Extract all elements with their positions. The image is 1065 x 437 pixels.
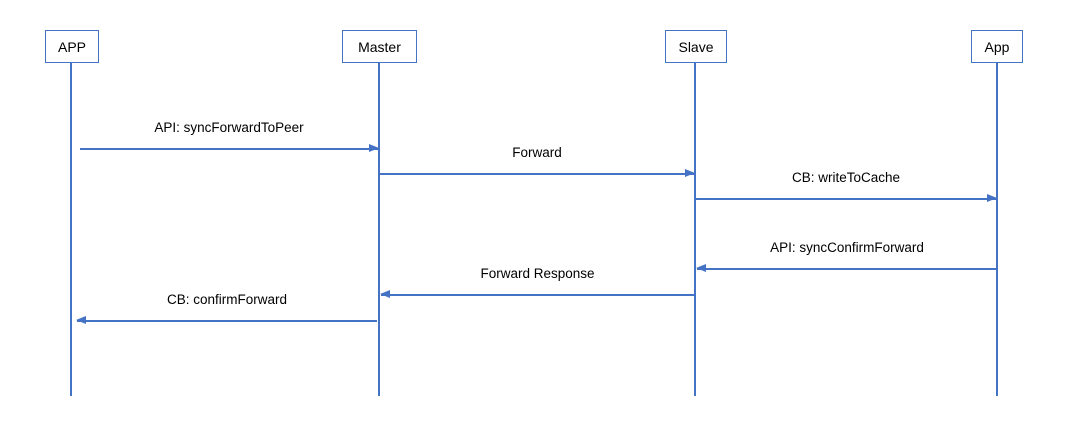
- arrowhead-left: [380, 290, 390, 299]
- lifeline-app-right: [996, 63, 998, 396]
- message-arrow-line: [381, 294, 694, 296]
- actor-label-master: Master: [358, 38, 401, 55]
- message-forward: Forward: [380, 144, 695, 180]
- message-label: Forward Response: [480, 266, 595, 281]
- message-label: CB: confirmForward: [166, 292, 288, 307]
- arrowhead-right: [369, 144, 379, 153]
- actor-label-app-right: App: [984, 38, 1010, 55]
- actor-box-app-left: APP: [45, 30, 99, 63]
- message-label: Forward: [512, 145, 562, 160]
- actor-box-master: Master: [342, 30, 417, 63]
- arrowhead-left: [76, 316, 86, 325]
- lifeline-slave: [694, 63, 696, 396]
- actor-label-slave: Slave: [678, 38, 714, 55]
- message-forward-response: Forward Response: [380, 265, 694, 301]
- message-arrow-line: [696, 198, 996, 200]
- message-label: API: syncConfirmForward: [770, 240, 924, 255]
- actor-box-slave: Slave: [665, 30, 727, 63]
- actor-label-app-left: APP: [57, 38, 86, 55]
- message-label: CB: writeToCache: [791, 170, 901, 185]
- message-arrow-line: [77, 320, 377, 322]
- lifeline-app-left: [70, 63, 72, 396]
- arrowhead-right: [987, 194, 997, 203]
- message-arrow-line: [697, 268, 997, 270]
- message-sync-confirm-forward: API: syncConfirmForward: [696, 239, 997, 275]
- message-sync-forward-to-peer: API: syncForwardToPeer: [80, 119, 379, 155]
- message-label: API: syncForwardToPeer: [154, 120, 304, 135]
- arrowhead-right: [685, 169, 695, 178]
- message-arrow-line: [80, 148, 378, 150]
- arrowhead-left: [696, 264, 706, 273]
- lifeline-master: [378, 63, 380, 396]
- message-write-to-cache: CB: writeToCache: [696, 169, 997, 205]
- message-confirm-forward: CB: confirmForward: [76, 291, 377, 327]
- message-arrow-line: [380, 173, 694, 175]
- actor-box-app-right: App: [971, 30, 1023, 63]
